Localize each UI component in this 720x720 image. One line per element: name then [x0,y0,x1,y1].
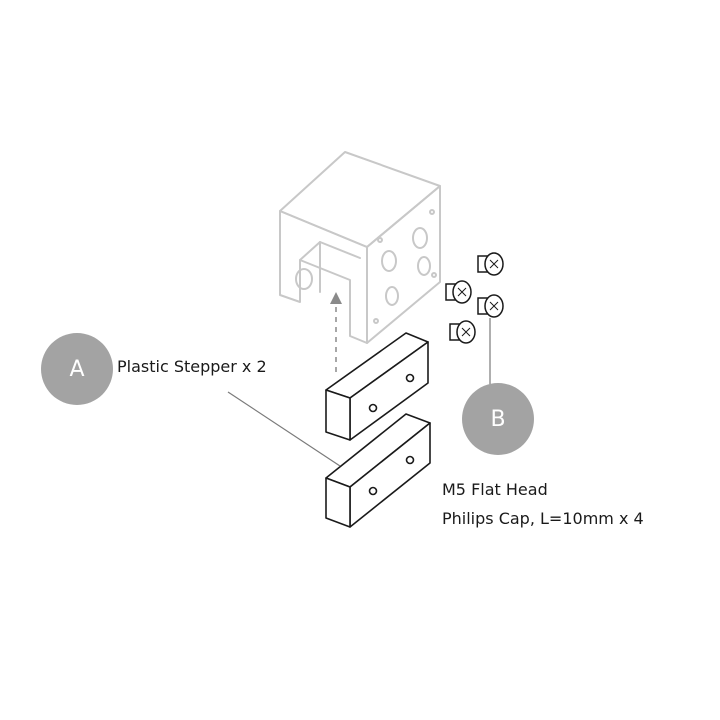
screw-3 [477,294,504,318]
bracket-drawing [279,151,441,344]
leader-line-a [227,391,341,467]
screw-4 [449,320,476,344]
callout-b-circle: B [462,383,534,455]
callout-b-letter: B [490,406,506,432]
screw-1 [477,252,504,276]
stepper-block-upper [325,332,429,441]
callout-b-label-line-1: M5 Flat Head [442,480,548,499]
screw-2 [445,280,472,304]
callout-a-label: Plastic Stepper x 2 [117,357,267,376]
callout-a-circle: A [41,333,113,405]
callout-a-letter: A [69,356,85,382]
dashed-up-arrow [330,292,342,372]
stepper-block-lower [325,413,431,528]
callout-b-label-line-2: Philips Cap, L=10mm x 4 [442,509,644,528]
